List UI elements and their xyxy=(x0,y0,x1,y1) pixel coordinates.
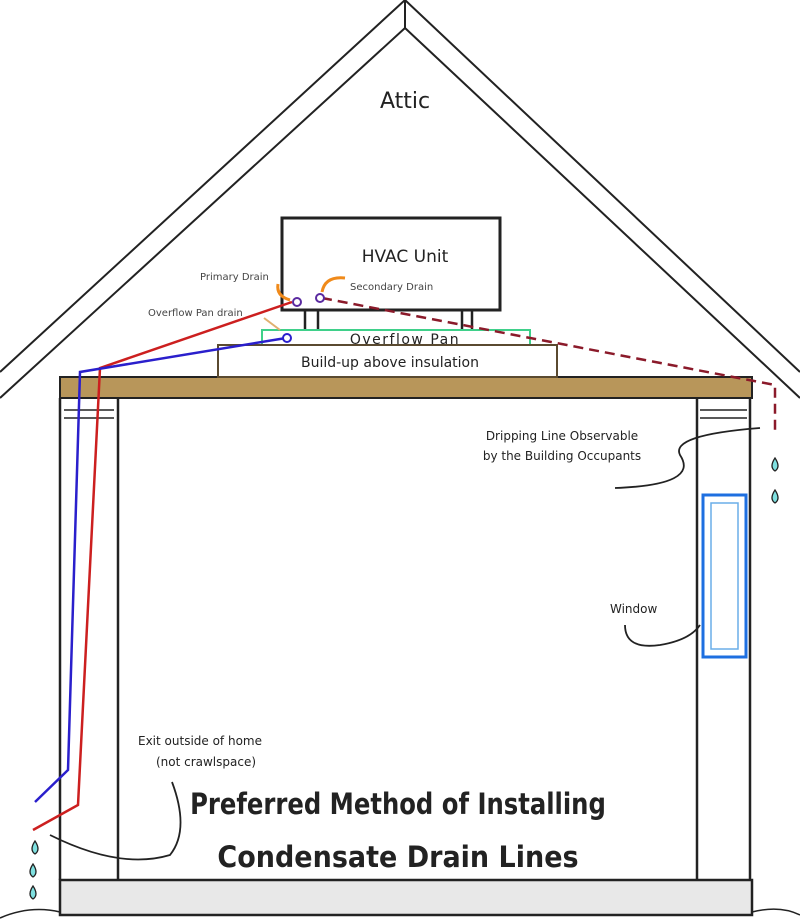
overflow-pan-drain-arrow-icon xyxy=(263,317,281,331)
primary-drain-arrow-icon xyxy=(276,283,291,302)
window-label: Window xyxy=(610,602,658,616)
secondary-drain-label: Secondary Drain xyxy=(350,282,433,293)
primary-drain-line xyxy=(32,300,293,832)
drop-icon xyxy=(771,488,779,504)
primary-drain-label: Primary Drain xyxy=(200,272,269,283)
overflow-drain-line xyxy=(34,336,287,803)
secondary-drain-arrow-icon xyxy=(320,276,346,293)
exit-label-2: (not crawlspace) xyxy=(156,755,256,769)
window xyxy=(701,493,748,659)
overflow-drain-port xyxy=(282,333,292,343)
drop-icon xyxy=(31,839,39,855)
walls xyxy=(58,398,752,880)
exit-pointer-icon xyxy=(49,781,182,861)
buildup-label: Build-up above insulation xyxy=(301,355,479,371)
window-pointer-icon xyxy=(624,624,701,647)
ground-line xyxy=(0,908,800,919)
primary-drain-port xyxy=(292,297,302,307)
overflow-pan-drain-label: Overflow Pan drain xyxy=(148,308,243,319)
hvac-legs xyxy=(303,310,474,330)
exit-label-1: Exit outside of home xyxy=(138,734,262,748)
attic-label: Attic xyxy=(380,89,430,114)
dripping-line-label-2: by the Building Occupants xyxy=(483,449,641,463)
hvac-unit-label: HVAC Unit xyxy=(362,247,449,267)
water-drops xyxy=(29,456,779,900)
drop-icon xyxy=(29,884,37,900)
drop-icon xyxy=(771,456,779,472)
buildup-platform xyxy=(217,344,558,378)
floor-slab xyxy=(58,878,754,917)
secondary-drain-port xyxy=(315,293,325,303)
window-pane xyxy=(710,502,739,650)
title-line-1: Preferred Method of Installing xyxy=(190,787,606,822)
dripping-line-pointer-icon xyxy=(614,427,761,489)
secondary-drain-line xyxy=(321,296,777,432)
dripping-line-label-1: Dripping Line Observable xyxy=(486,429,638,443)
ceiling-beam xyxy=(59,376,753,399)
title-line-2: Condensate Drain Lines xyxy=(217,840,578,875)
roof xyxy=(0,0,800,399)
drop-icon xyxy=(29,862,37,878)
